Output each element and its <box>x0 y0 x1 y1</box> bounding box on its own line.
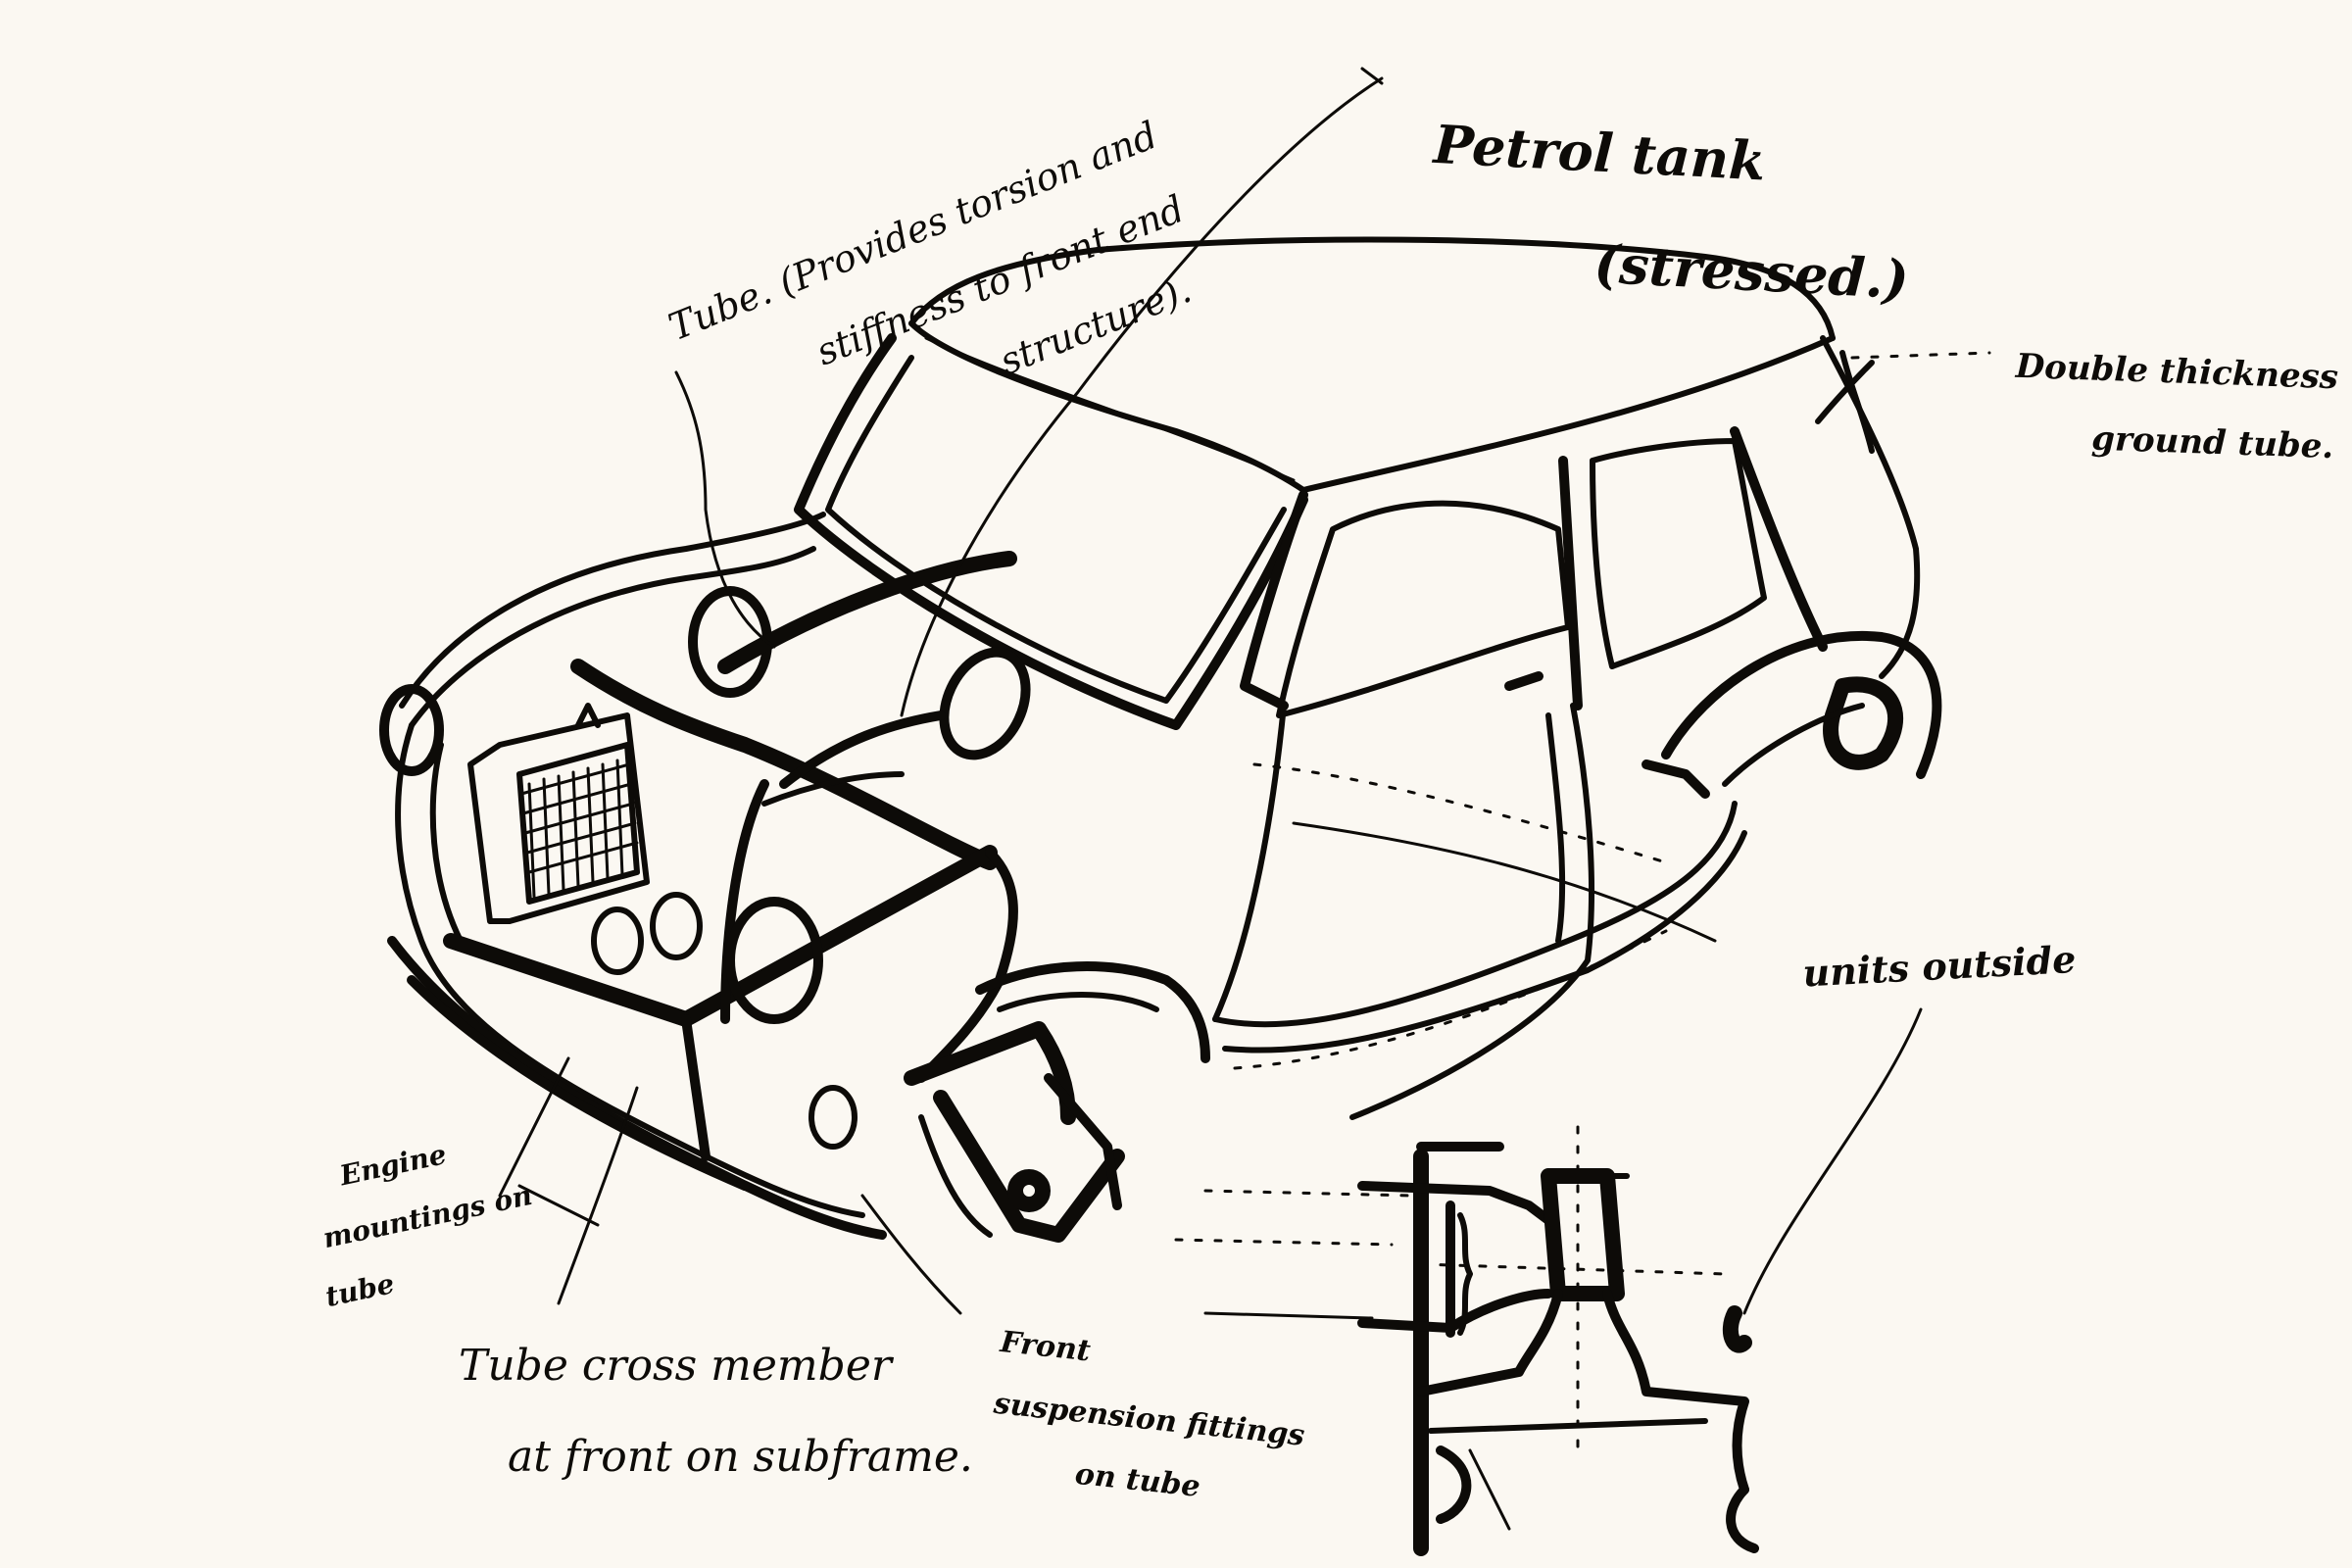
annotation-suspension-line1: Front <box>999 1324 1093 1368</box>
annotation-petrol-line1: Petrol tank <box>1432 112 1768 193</box>
annotation-units-outside: units outside <box>1774 901 2077 996</box>
roof <box>908 236 1836 493</box>
sill <box>1212 801 1747 1070</box>
front-body <box>387 512 887 1240</box>
subframe-section-detail <box>1174 1125 1759 1556</box>
windscreen <box>794 333 1308 730</box>
front-suspension <box>918 961 1210 1243</box>
annotation-double-thickness: Double thickness ground tube. <box>1989 314 2340 466</box>
annotation-engine-line1: Engine <box>336 1138 450 1193</box>
annotation-suspension-line2: suspension fittings <box>992 1386 1306 1453</box>
leader-lines <box>498 67 1991 1320</box>
rear-wheel-arch <box>1642 630 1942 799</box>
door-panel <box>1212 671 1668 1120</box>
annotation-crossmember-line2: at front on subframe. <box>507 1431 973 1482</box>
annotation-tube-cross-member: Tube cross member at front on subframe. <box>431 1298 973 1480</box>
side-windows <box>1240 335 1921 718</box>
annotation-crossmember-line1: Tube cross member <box>458 1341 892 1392</box>
radiator-grille <box>516 703 640 905</box>
annotation-front-suspension: Front suspension fittings on tube <box>965 1294 1315 1512</box>
annotation-petrol-tank: Petrol tank (stressed.) <box>1390 59 1919 312</box>
annotation-double-line1: Double thickness <box>2015 346 2339 397</box>
